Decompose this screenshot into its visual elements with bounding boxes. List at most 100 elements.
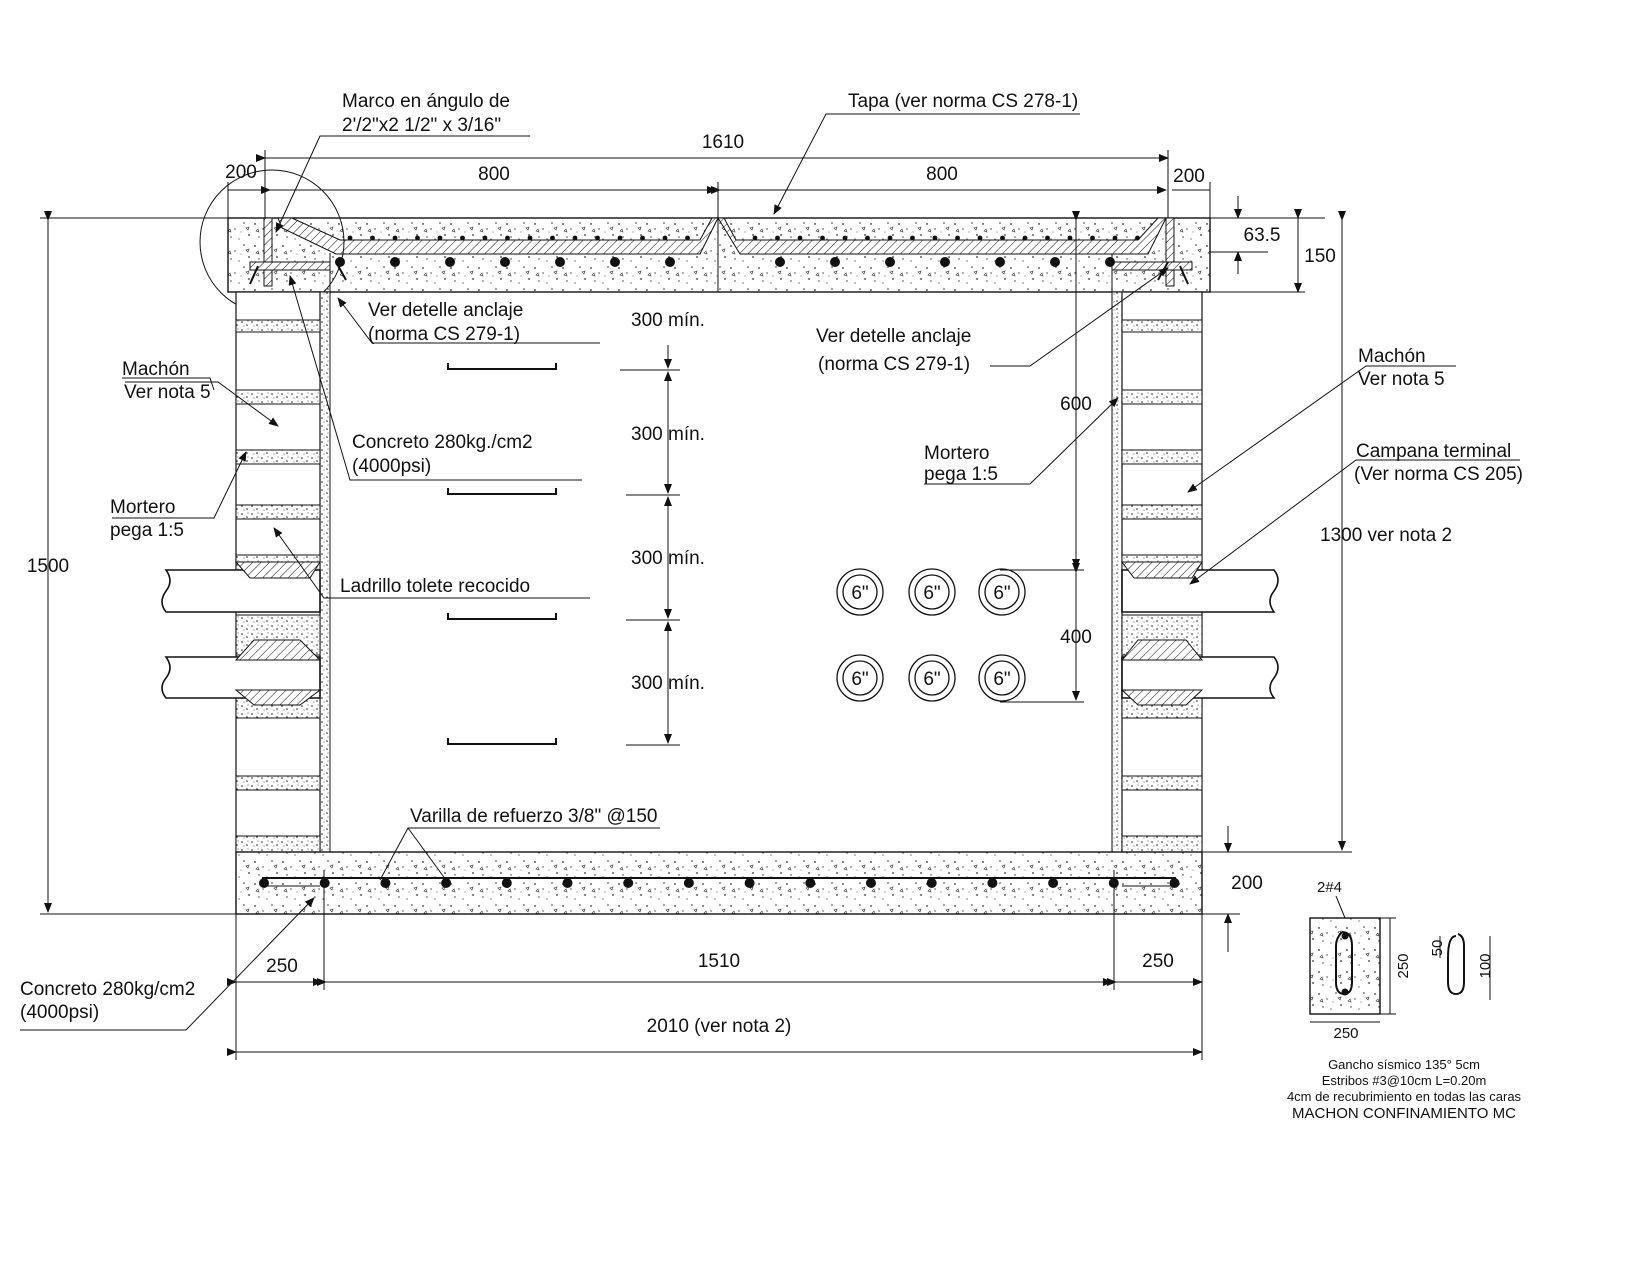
dimension-values: 1610 800 800 200 200 63.5 150 1500 600 4…: [27, 132, 1336, 1037]
slab-rebar-dot: [482, 235, 488, 241]
dim-step-2: 300 mín.: [631, 424, 705, 445]
slab-rebar-dot: [797, 235, 803, 241]
duct-3: 6": [978, 568, 1026, 616]
base-rebar-dot: [683, 878, 694, 888]
dimension-lines: [40, 150, 1352, 1060]
slab-rebar-dot: [662, 235, 668, 241]
slab-rebar-dot: [775, 235, 780, 241]
marco-label-2: 2'/2"x2 1/2" x 3/16": [342, 115, 501, 136]
slab-rebar-dot: [527, 235, 533, 241]
svg-text:6": 6": [851, 669, 868, 690]
slab-rebar-dot: [1022, 235, 1028, 241]
dim-200-base: 200: [1231, 873, 1263, 894]
base-rebar-dot: [380, 878, 391, 888]
slab-rebar-dot: [887, 235, 893, 241]
dim-step-1: 300 mín.: [631, 310, 705, 331]
leader-lines: [20, 113, 1520, 1031]
slab-rebar-dot: [1045, 235, 1050, 241]
dim-2010: 2010 (ver nota 2): [647, 1016, 792, 1037]
detail-hook-long: 100: [1477, 953, 1494, 978]
machon-detail: 2#4 250 250 50 100 Gancho sísmico 135° 5…: [1287, 879, 1522, 1122]
base-rebar-dot: [319, 878, 330, 888]
slab-rebar-dot: [885, 257, 895, 267]
ladder-steps: [447, 363, 557, 745]
base-rebar-dot: [1048, 878, 1059, 888]
slab-rebar-dot: [775, 257, 785, 267]
slab-rebar-dot: [995, 257, 1005, 267]
slab-rebar-dot: [617, 235, 623, 241]
machon-right-1: Machón: [1358, 346, 1426, 367]
slab-rebar-dot: [1050, 257, 1060, 267]
slab-rebar-dot: [572, 235, 578, 241]
slab-rebar-dot: [1135, 235, 1140, 241]
slab-rebar-dot: [977, 235, 983, 241]
dim-200-top-left: 200: [225, 162, 257, 183]
slab-rebar-dot: [392, 235, 398, 241]
mortero-right-1: Mortero: [924, 443, 989, 464]
slab-rebar-dot: [940, 257, 950, 267]
slab-rebar-dot: [595, 235, 600, 241]
base-rebar-dot: [866, 878, 876, 888]
anclaje-right-2: (norma CS 279-1): [818, 354, 970, 375]
dim-250-left: 250: [266, 956, 298, 977]
slab-rebar-dot: [1067, 235, 1073, 241]
base-rebar-dot: [259, 878, 269, 888]
marco-label-1: Marco en ángulo de: [342, 91, 510, 112]
slab-rebar-dot: [460, 235, 465, 241]
slab-rebar-dot: [505, 235, 510, 241]
dim-200-top-right: 200: [1173, 166, 1205, 187]
dim-800-left: 800: [478, 164, 510, 185]
slab-rebar-dot: [370, 235, 375, 241]
slab-rebar-dot: [865, 235, 870, 241]
detail-hook-short: 50: [1429, 940, 1446, 957]
base-slab: [235, 851, 1203, 915]
base-rebar-dot: [501, 878, 512, 888]
left-pipes: [161, 561, 322, 706]
svg-text:6": 6": [851, 583, 868, 604]
dim-150: 150: [1304, 246, 1336, 267]
anclaje-right-1: Ver detelle anclaje: [816, 326, 971, 347]
dim-400: 400: [1060, 627, 1092, 648]
slab-rebar-dot: [500, 257, 510, 267]
annotations: Marco en ángulo de 2'/2"x2 1/2" x 3/16" …: [20, 91, 1523, 1023]
concreto-base-2: (4000psi): [20, 1002, 99, 1023]
varilla-label: Varilla de refuerzo 3/8" @150: [410, 806, 657, 827]
slab-rebar-dot: [1000, 235, 1005, 241]
duct-bank: 6" 6" 6" 6" 6" 6": [836, 568, 1026, 702]
dim-1500: 1500: [27, 556, 69, 577]
detail-bottom-dim: 250: [1333, 1025, 1358, 1042]
slab-rebar: [335, 235, 1140, 267]
slab-rebar-dot: [390, 257, 400, 267]
duct-5: 6": [908, 654, 956, 702]
campana-2: (Ver norma CS 205): [1354, 464, 1523, 485]
svg-text:6": 6": [923, 583, 940, 604]
slab-rebar-dot: [445, 257, 455, 267]
slab-rebar-dot: [1105, 257, 1115, 267]
slab-rebar-dot: [610, 257, 620, 267]
base-rebar-dot: [805, 878, 816, 888]
slab-rebar-dot: [842, 235, 848, 241]
concreto-mid-2: (4000psi): [352, 456, 431, 477]
dim-step-3: 300 mín.: [631, 548, 705, 569]
dim-1610: 1610: [702, 132, 744, 153]
slab-rebar-dot: [1090, 235, 1095, 241]
tapa-label: Tapa (ver norma CS 278-1): [848, 91, 1078, 112]
slab-rebar-dot: [752, 235, 758, 241]
base-rebar-dot: [623, 878, 634, 888]
slab-rebar-dot: [555, 257, 565, 267]
top-slab: [227, 217, 1211, 293]
dim-250-right: 250: [1142, 951, 1174, 972]
dim-600: 600: [1060, 394, 1092, 415]
mortero-right-2: pega 1:5: [924, 464, 998, 485]
base-rebar-dot: [987, 878, 998, 888]
anclaje-left-1: Ver detelle anclaje: [368, 300, 523, 321]
detail-note-2: Estribos #3@10cm L=0.20m: [1322, 1073, 1487, 1088]
slab-rebar-dot: [415, 235, 420, 241]
duct-2: 6": [908, 568, 956, 616]
machon-right-2: Ver nota 5: [1358, 369, 1445, 390]
slab-rebar-dot: [685, 235, 690, 241]
slab-rebar-dot: [640, 235, 645, 241]
base-rebar-dot: [441, 878, 452, 888]
svg-text:6": 6": [923, 669, 940, 690]
